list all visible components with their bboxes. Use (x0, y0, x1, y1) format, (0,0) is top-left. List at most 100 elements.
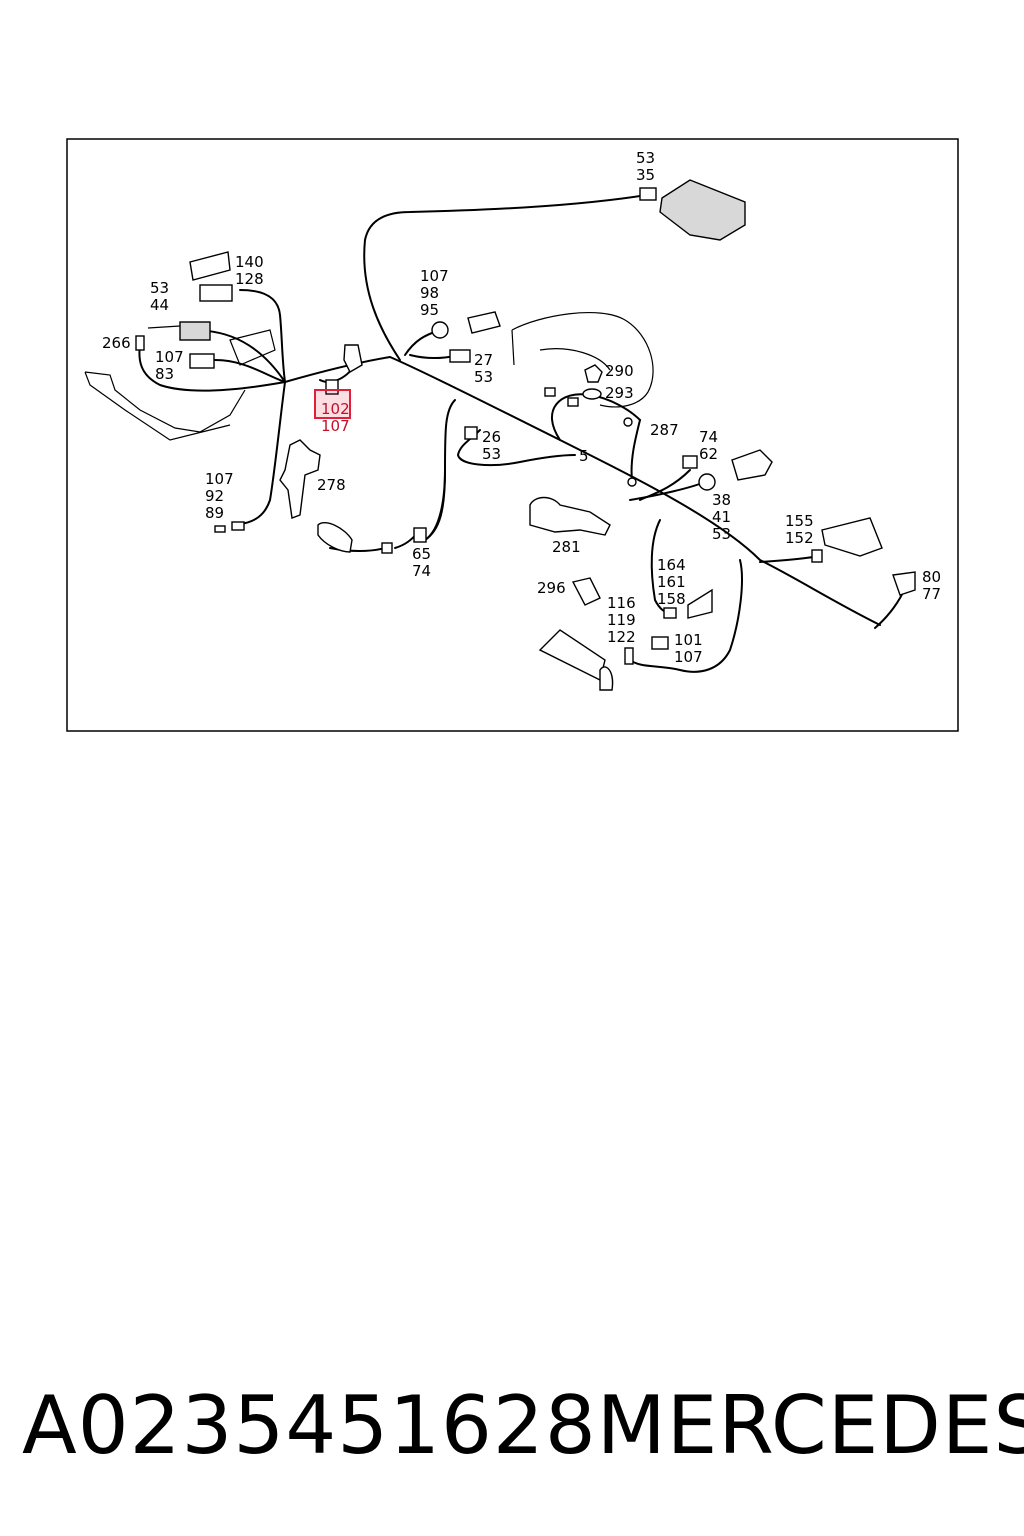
label-line: 74 (699, 428, 718, 446)
connector-83 (189, 353, 215, 369)
label-line: 119 (607, 611, 636, 629)
brand-name: MERCEDES (596, 1378, 1024, 1472)
connector-62 (682, 455, 698, 469)
label-266: 266 (102, 334, 131, 352)
plug-38 (698, 473, 716, 491)
label-281: 281 (552, 538, 581, 556)
label-line: 164 (657, 556, 686, 574)
lamp-housing-116 (538, 629, 606, 682)
label-line: 107 (674, 648, 703, 666)
panel-bracket (84, 371, 246, 441)
label-line: 53 (474, 368, 493, 386)
label-line: 41 (712, 508, 731, 526)
dome-light (659, 179, 746, 241)
label-line: 80 (922, 568, 941, 586)
label-line: 293 (605, 384, 634, 402)
label-line: 77 (922, 585, 941, 603)
label-line: 266 (102, 334, 131, 352)
label-line: 107 (155, 348, 184, 366)
label-287: 287 (650, 421, 679, 439)
component-parts (84, 179, 916, 691)
label-line: 155 (785, 512, 814, 530)
nut-290 (584, 364, 603, 383)
motor-98 (467, 311, 501, 334)
diagram-frame (66, 138, 959, 732)
ignition-switch (731, 449, 773, 481)
label-line: 152 (785, 529, 814, 547)
label-line: 158 (657, 590, 686, 608)
label-line: 290 (605, 362, 634, 380)
label-line: 5 (579, 447, 589, 465)
connector-44 (179, 321, 211, 341)
sensor-287 (623, 417, 633, 427)
bracket-164 (687, 588, 713, 619)
label-296: 296 (537, 579, 566, 597)
label-293: 293 (605, 384, 634, 402)
steering-column-outline (511, 311, 654, 408)
bracket-278 (279, 439, 321, 519)
label-line: 89 (205, 504, 224, 522)
sensor-95 (431, 321, 449, 339)
label-290: 290 (605, 362, 634, 380)
washer-293 (582, 388, 602, 400)
label-line: 278 (317, 476, 346, 494)
label-line: 35 (636, 166, 655, 184)
label-line: 287 (650, 421, 679, 439)
part-number: A0235451628 (22, 1378, 597, 1472)
label-line: 116 (607, 594, 636, 612)
relay-block-44 (199, 284, 233, 302)
caption-bar: A0235451628 MERCEDES (0, 1370, 1024, 1480)
label-5: 5 (579, 447, 589, 465)
connector-27 (449, 349, 471, 363)
plug-266 (135, 335, 145, 351)
module-140 (189, 251, 231, 281)
label-line: 296 (537, 579, 566, 597)
handle-65 (317, 522, 353, 553)
label-line: 101 (674, 631, 703, 649)
label-line: 107 (205, 470, 234, 488)
label-line: 83 (155, 365, 174, 383)
bracket-281 (529, 496, 611, 536)
label-line: 65 (412, 545, 431, 563)
connector-101 (651, 636, 669, 650)
label-line: 102 (321, 400, 350, 418)
label-line: 53 (150, 279, 169, 297)
label-278: 278 (317, 476, 346, 494)
highlight-box (314, 389, 351, 419)
label-line: 107 (420, 267, 449, 285)
label-line: 122 (607, 628, 636, 646)
switch-bracket (343, 344, 363, 373)
label-line: 128 (235, 270, 264, 288)
module-155 (821, 517, 883, 557)
connector-35 (639, 187, 657, 201)
label-line: 281 (552, 538, 581, 556)
clip-296 (571, 577, 601, 606)
label-line: 26 (482, 428, 501, 446)
connector-26 (464, 426, 478, 440)
label-line: 62 (699, 445, 718, 463)
label-line: 95 (420, 301, 439, 319)
label-line: 107 (321, 417, 350, 435)
label-line: 53 (636, 149, 655, 167)
label-line: 38 (712, 491, 731, 509)
label-line: 98 (420, 284, 439, 302)
label-line: 74 (412, 562, 431, 580)
label-line: 161 (657, 573, 686, 591)
label-line: 44 (150, 296, 169, 314)
label-line: 53 (482, 445, 501, 463)
label-line: 140 (235, 253, 264, 271)
